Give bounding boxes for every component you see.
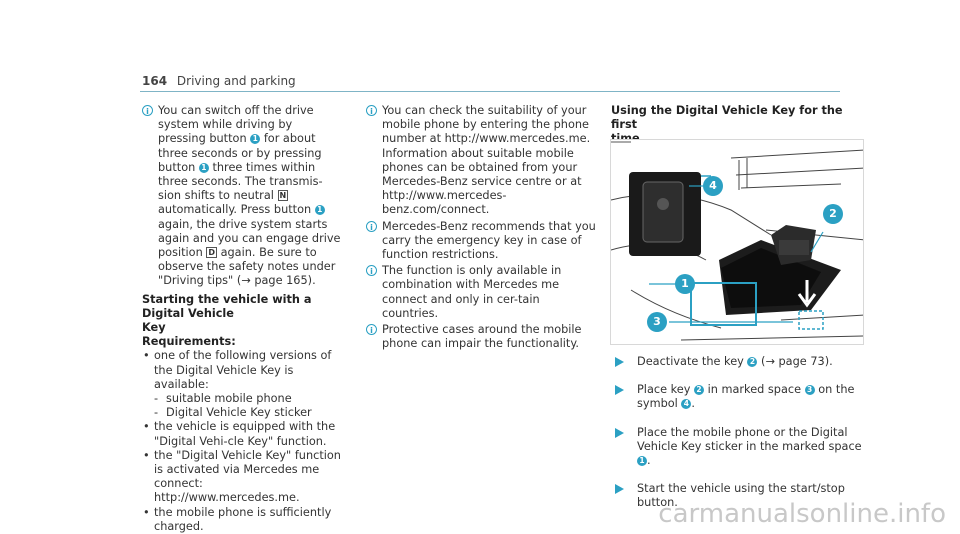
figure-callout-3: 3 [647,312,667,332]
step-text: Place key [637,383,691,397]
console-line [730,149,863,159]
marked-space [690,282,757,326]
step-text: symbol [637,397,678,411]
heading-line: Key [142,321,166,335]
callout-1: 1 [637,456,647,467]
note-text: button [273,203,312,217]
requirements-label: Requirements: [142,335,236,349]
callout-1: 1 [314,205,325,216]
note-text: Mercedes-Benz recommends that you carry … [382,219,596,262]
note-text: again and you can engage drive position [158,231,341,260]
console-line [735,167,863,176]
figure-callout-4: 4 [703,176,723,196]
note-text: three [212,160,243,174]
callout-1: 1 [250,134,261,145]
info-note: i Protective cases around the mobile pho… [366,323,596,351]
page-header: 164 Driving and parking [142,74,296,88]
step-text: in marked space [707,383,802,397]
heading-line: Starting the vehicle with a Digital Vehi… [142,292,312,320]
step-item: Deactivate the key 2 (→ page 73). [611,355,871,369]
figure-heading: Using the Digital Vehicle Key for the fi… [611,104,861,147]
page-link[interactable]: page 73). [778,355,833,368]
note-text: You can check the suitability of your mo… [382,104,591,217]
step-item: Start the vehicle using the start/stop b… [611,482,871,510]
callout-4: 4 [681,399,692,410]
step-item: Place the mobile phone or the Digital Ve… [611,426,871,469]
arrow-icon: → [241,274,251,288]
info-icon: i [366,105,377,116]
info-icon: i [366,265,377,277]
note-text: seconds or by pressing button [158,146,322,174]
sub-list-item: Digital Vehicle Key sticker [142,406,342,420]
note-text: driving by pressing button [158,118,293,146]
down-arrow [797,280,817,308]
instruction-steps: Deactivate the key 2 (→ page 73). Place … [611,355,871,525]
section-title: Driving and parking [176,74,296,88]
step-text: on the [818,383,855,397]
key-marked-space [798,310,824,330]
step-arrow-icon [615,484,624,495]
header-rule [140,91,840,92]
heading-line: Using the Digital Vehicle Key for the fi… [611,104,843,132]
info-note: i Mercedes-Benz recommends that you carr… [366,220,596,263]
info-note: i The function is only available in comb… [366,264,596,321]
callout-2: 2 [694,385,704,396]
section-heading: Starting the vehicle with a Digital Vehi… [142,293,342,336]
note-text: under "Driving tips" ( [158,260,336,288]
note-text: for about three [158,132,316,160]
column-left: i You can switch off the drive system wh… [142,104,342,534]
step-arrow-icon [615,385,624,396]
info-icon: i [142,105,153,116]
figure-callout-1: 1 [675,274,695,294]
note-text: again. Be sure to observe the safety not… [158,246,317,274]
watermark: carmanualsonline.info [658,499,946,529]
callout-2: 2 [747,357,758,367]
info-icon: i [366,220,377,232]
note-text: again, the drive system starts [158,217,328,231]
step-text: Deactivate the key [637,355,744,368]
key-slot [642,181,684,243]
note-text: Protective cases around the mobile phone… [382,323,582,351]
note-text: sion shifts to neutral [158,189,274,203]
step-text: Place the mobile phone or the Digital Ve… [637,425,862,453]
info-note: i You can check the suitability of your … [366,104,596,218]
drive-symbol: D [206,247,217,259]
figure-callout-2: 2 [823,204,843,224]
step-item: Place key 2 in marked space 3 on the sym… [611,383,871,411]
console-drawing [611,141,863,341]
page-number: 164 [142,74,168,88]
neutral-symbol: N [277,190,289,202]
callout-3: 3 [804,385,815,396]
info-note: i You can switch off the drive system wh… [142,104,342,289]
step-arrow-icon [615,357,624,367]
key-symbol [657,198,669,210]
list-item: one of the following versions of the Dig… [142,349,342,392]
info-icon: i [366,324,377,336]
note-text: times within three seconds. The transmis… [158,160,323,189]
arrow-icon: → [765,355,775,368]
page-link[interactable]: page 165). [254,274,316,288]
step-text: ( [761,355,766,368]
note-text: The function is only available in combin… [382,264,562,320]
column-middle: i You can check the suitability of your … [366,104,596,353]
list-item: the "Digital Vehicle Key" function is ac… [142,449,342,506]
console-line [680,335,863,341]
list-item: the vehicle is equipped with the "Digita… [142,420,342,448]
step-text: Start the vehicle using the start/stop b… [637,482,845,510]
callout-1: 1 [198,162,209,173]
note-text: automatically. Press [158,203,271,217]
console-illustration: 1 2 3 4 [610,139,864,345]
sub-list-item: suitable mobile phone [142,392,342,406]
step-arrow-icon [615,427,624,438]
list-item: the mobile phone is sufficiently charged… [142,506,342,534]
console-line [740,183,842,189]
note-text: You can switch off the drive system whil… [158,104,314,132]
